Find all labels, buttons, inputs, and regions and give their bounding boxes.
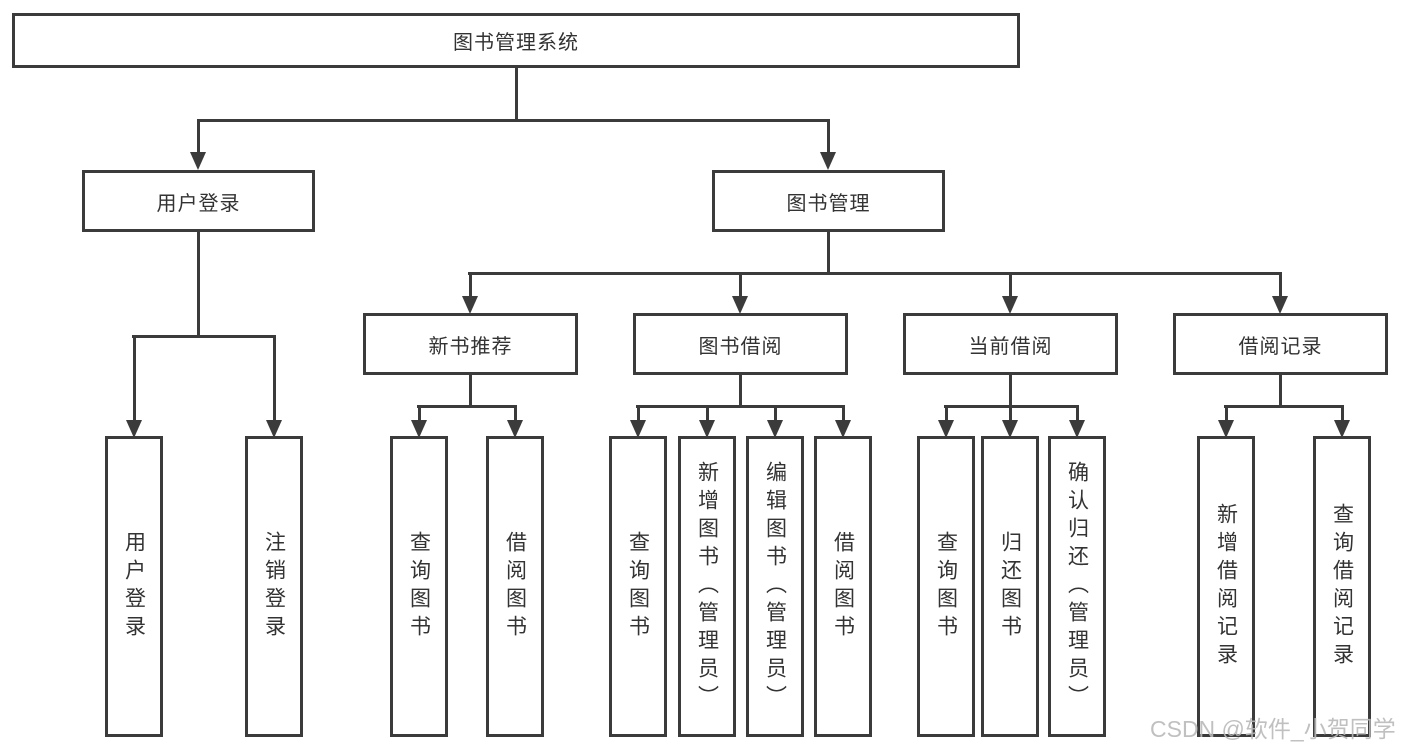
connector-line — [944, 405, 1079, 408]
node-add-book-admin: 新增图书（管理员） — [678, 436, 736, 737]
node-add-book-admin-label: 新增图书（管理员） — [695, 460, 719, 713]
connector-line — [1009, 272, 1012, 299]
node-borrow-books-recommend-label: 借阅图书 — [503, 530, 527, 643]
connector-line — [514, 405, 517, 421]
arrow-down-icon — [507, 420, 523, 438]
connector-line — [827, 119, 830, 155]
node-new-book-recommend: 新书推荐 — [363, 313, 578, 375]
arrow-down-icon — [732, 296, 748, 314]
connector-line — [417, 405, 517, 408]
connector-line — [133, 335, 136, 420]
connector-line — [132, 335, 276, 338]
arrow-down-icon — [699, 420, 715, 438]
arrow-down-icon — [820, 152, 836, 170]
connector-line — [637, 405, 640, 421]
connector-line — [636, 405, 845, 408]
arrow-down-icon — [190, 152, 206, 170]
node-query-books-borrow-label: 查询图书 — [626, 530, 650, 643]
connector-line — [1076, 405, 1079, 421]
connector-line — [1224, 405, 1344, 408]
node-borrow-records: 借阅记录 — [1173, 313, 1388, 375]
connector-line — [739, 375, 742, 408]
connector-line — [1279, 272, 1282, 299]
connector-line — [706, 405, 709, 421]
node-logout-label: 注销登录 — [262, 530, 286, 643]
arrow-down-icon — [1272, 296, 1288, 314]
arrow-down-icon — [1002, 420, 1018, 438]
node-user-login-branch: 用户登录 — [82, 170, 315, 232]
connector-line — [197, 119, 830, 122]
arrow-down-icon — [1002, 296, 1018, 314]
node-query-borrow-record-label: 查询借阅记录 — [1330, 502, 1354, 671]
arrow-down-icon — [938, 420, 954, 438]
node-borrow-books-recommend: 借阅图书 — [486, 436, 544, 737]
node-query-books-current-label: 查询图书 — [934, 530, 958, 643]
node-system-root: 图书管理系统 — [12, 13, 1020, 68]
connector-line — [197, 232, 200, 338]
node-borrow-books-label: 借阅图书 — [831, 530, 855, 643]
node-user-login: 用户登录 — [105, 436, 163, 737]
arrow-down-icon — [1334, 420, 1350, 438]
connector-line — [273, 335, 276, 420]
connector-line — [1225, 405, 1228, 421]
node-borrow-books: 借阅图书 — [814, 436, 872, 737]
node-edit-book-admin-label: 编辑图书（管理员） — [763, 460, 787, 713]
arrow-down-icon — [630, 420, 646, 438]
arrow-down-icon — [1069, 420, 1085, 438]
node-logout: 注销登录 — [245, 436, 303, 737]
node-query-books-borrow: 查询图书 — [609, 436, 667, 737]
arrow-down-icon — [1218, 420, 1234, 438]
connector-line — [1009, 375, 1012, 408]
node-book-borrow: 图书借阅 — [633, 313, 848, 375]
node-user-login-label: 用户登录 — [122, 530, 146, 643]
node-add-borrow-record-label: 新增借阅记录 — [1214, 502, 1238, 671]
node-confirm-return-admin: 确认归还（管理员） — [1048, 436, 1106, 737]
connector-line — [1279, 375, 1282, 408]
watermark-text: CSDN @软件_小贺同学 — [1150, 716, 1396, 742]
connector-line — [774, 405, 777, 421]
arrow-down-icon — [462, 296, 478, 314]
node-edit-book-admin: 编辑图书（管理员） — [746, 436, 804, 737]
node-book-management-branch: 图书管理 — [712, 170, 945, 232]
arrow-down-icon — [835, 420, 851, 438]
node-query-books-current: 查询图书 — [917, 436, 975, 737]
node-confirm-return-admin-label: 确认归还（管理员） — [1065, 460, 1089, 713]
connector-line — [1341, 405, 1344, 421]
node-add-borrow-record: 新增借阅记录 — [1197, 436, 1255, 737]
node-return-book: 归还图书 — [981, 436, 1039, 737]
connector-line — [418, 405, 421, 421]
connector-line — [842, 405, 845, 421]
node-query-books-recommend-label: 查询图书 — [407, 530, 431, 643]
connector-line — [827, 232, 830, 275]
connector-line — [739, 272, 742, 299]
node-query-books-recommend: 查询图书 — [390, 436, 448, 737]
node-return-book-label: 归还图书 — [998, 530, 1022, 643]
connector-line — [468, 272, 1282, 275]
arrow-down-icon — [266, 420, 282, 438]
connector-line — [515, 68, 518, 121]
connector-line — [469, 375, 472, 408]
arrow-down-icon — [767, 420, 783, 438]
node-current-borrow: 当前借阅 — [903, 313, 1118, 375]
connector-line — [469, 272, 472, 299]
connector-line — [945, 405, 948, 421]
connector-line — [197, 119, 200, 155]
connector-line — [1009, 405, 1012, 421]
arrow-down-icon — [126, 420, 142, 438]
node-query-borrow-record: 查询借阅记录 — [1313, 436, 1371, 737]
arrow-down-icon — [411, 420, 427, 438]
